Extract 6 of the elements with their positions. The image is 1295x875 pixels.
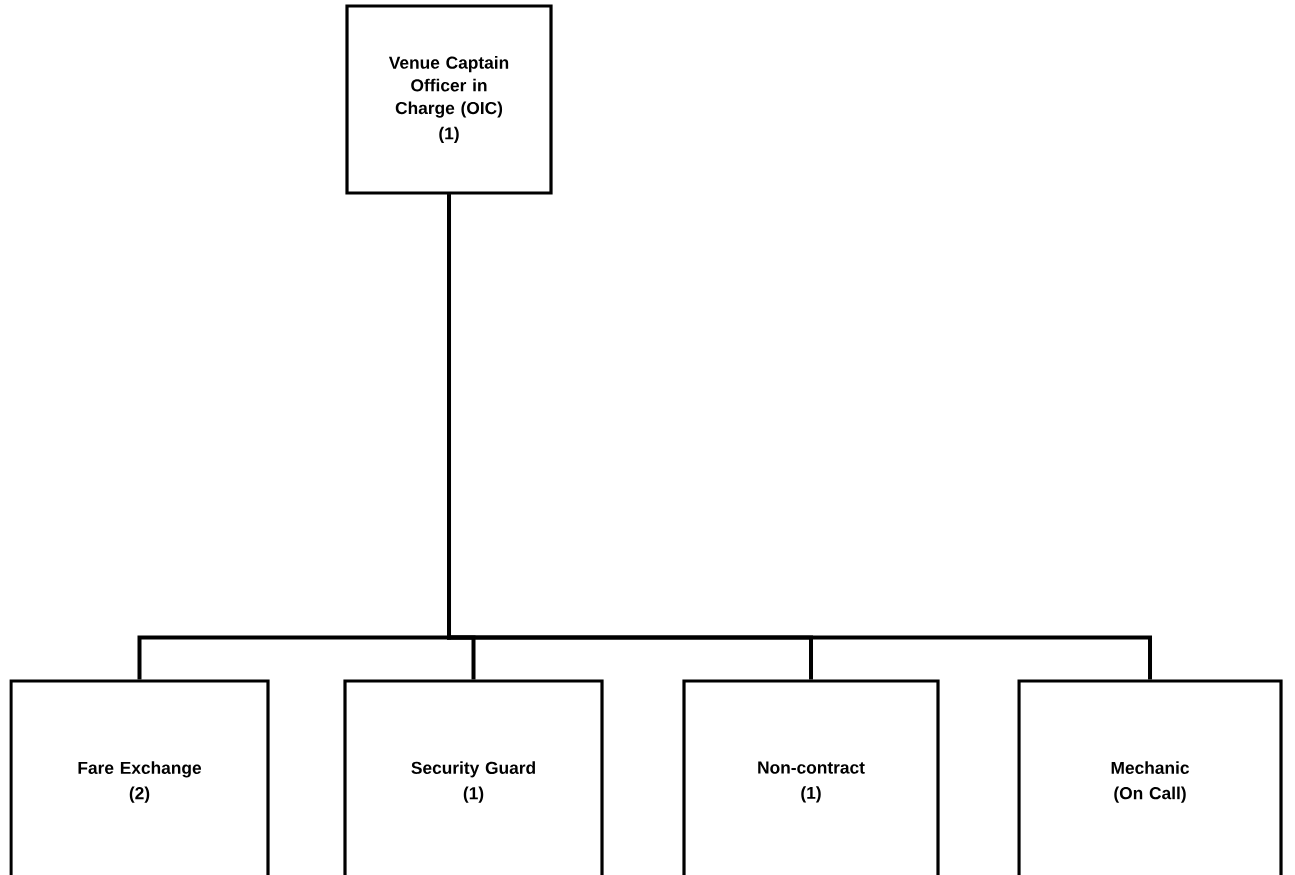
org-box: Security Guard (1) — [343, 679, 604, 875]
connector-line — [447, 194, 1152, 680]
org-box: Non-contract (1) — [682, 679, 940, 875]
org-box: Fare Exchange (2) — [9, 679, 270, 875]
org-box: Venue Captain Officer in Charge (OIC) (1) — [345, 4, 553, 195]
org-box: Mechanic (On Call) — [1017, 679, 1283, 875]
